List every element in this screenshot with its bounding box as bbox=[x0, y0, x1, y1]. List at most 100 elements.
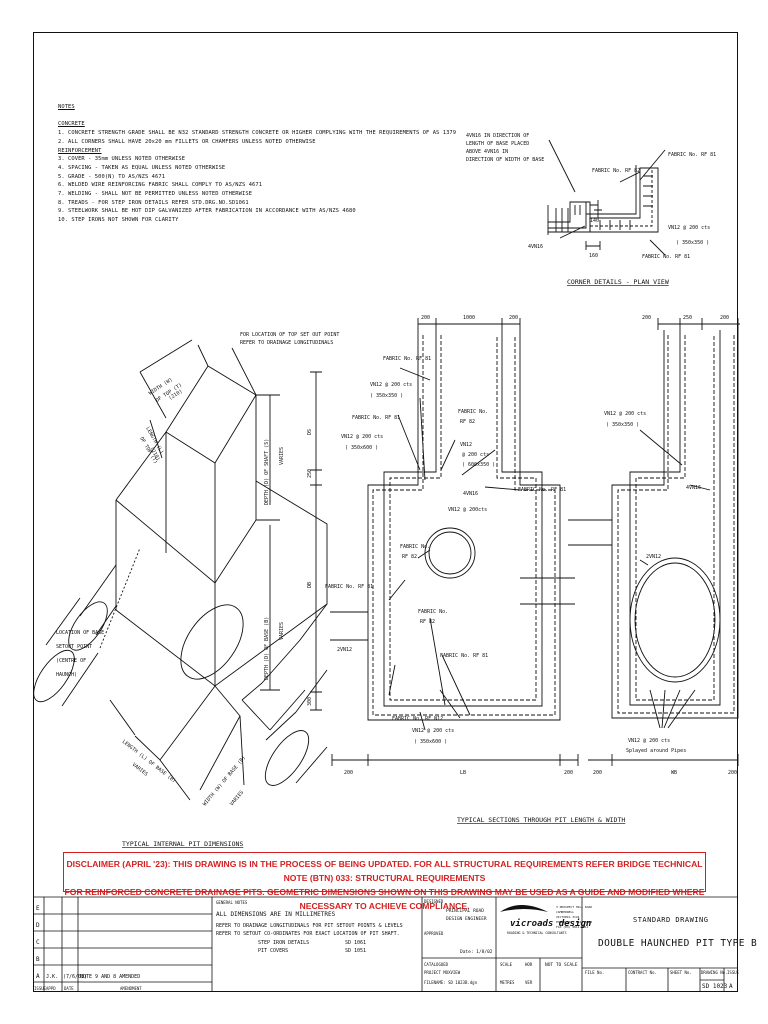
section-width bbox=[568, 318, 740, 766]
issue-label: ISSUE bbox=[727, 970, 740, 975]
sec-bar3-b: @ 200 cts bbox=[462, 452, 489, 458]
sec-dim-top-3: 200 bbox=[509, 315, 518, 321]
sec-db: DB bbox=[307, 582, 313, 588]
date-sign: Date: 1/8/02 bbox=[460, 949, 493, 955]
ref-label-2: PIT COVERS bbox=[258, 948, 288, 954]
sec-dim-bot-2: LB bbox=[460, 770, 466, 776]
corner-note-4: DIRECTION OF WIDTH OF BASE bbox=[466, 157, 544, 163]
iso-setout-1: LOCATION OF BASE bbox=[56, 630, 104, 636]
corner-fabric-rf81-low: FABRIC No. RF 81 bbox=[642, 254, 690, 260]
note-line: 2. ALL CORNERS SHALL HAVE 20x20 mm FILLE… bbox=[58, 138, 316, 145]
disclaimer-box: DISCLAIMER (APRIL '23): THIS DRAWING IS … bbox=[63, 852, 706, 911]
sec-ds: DS bbox=[307, 429, 313, 435]
sec-dim-300: 300 bbox=[307, 697, 313, 706]
disclaimer-line-2: FOR REINFORCED CONCRETE DRAINAGE PITS. G… bbox=[64, 887, 705, 911]
sec-bar2-b: ( 350x600 ) bbox=[345, 445, 378, 451]
rev-e: E bbox=[36, 905, 40, 912]
rev-hdr-issue: ISSUE bbox=[34, 986, 47, 991]
rev-d: D bbox=[36, 922, 40, 929]
drawing-title-block: STANDARD DRAWING DOUBLE HAUNCHED PIT TYP… bbox=[585, 916, 757, 990]
general-note-2: REFER TO DRAINAGE LONGITUDINALS FOR PIT … bbox=[216, 923, 403, 929]
designer-label: DESIGNED bbox=[424, 899, 444, 904]
corner-dim-160: 160 bbox=[589, 253, 598, 259]
sec-dim-bot-1: 200 bbox=[344, 770, 353, 776]
general-note-1: ALL DIMENSIONS ARE IN MILLIMETRES bbox=[216, 911, 336, 918]
ref-label-1: STEP IRON DETAILS bbox=[258, 940, 309, 946]
revision-list: E D C B A J.K. (7/6/03) NOTE 9 AND 8 AME… bbox=[34, 905, 142, 991]
section-length bbox=[310, 318, 579, 766]
note-line: 7. WELDING - SHALL NOT BE PERMITTED UNLE… bbox=[58, 191, 253, 198]
note-line: 4. SPACING - TAKEN AS EQUAL UNLESS NOTED… bbox=[58, 164, 226, 171]
iso-depth-shaft: DEPTH (D) OF SHAFT (S) bbox=[264, 439, 270, 505]
sec-fabric-rf82-a: FABRIC No. bbox=[458, 409, 488, 415]
sec-fabric-rf81c: FABRIC No. RF 81 bbox=[518, 487, 566, 493]
iso-setout-2: SETOUT POINT bbox=[56, 644, 92, 650]
address-1: 3 PROSPECT HILL ROAD bbox=[556, 905, 592, 909]
iso-depth-base: DEPTH (D) OF BASE (B) bbox=[264, 617, 270, 680]
file-no-label: FILE No. bbox=[585, 970, 604, 975]
rev-hdr-appd: APPD bbox=[46, 986, 56, 991]
iso-title: TYPICAL INTERNAL PIT DIMENSIONS bbox=[122, 840, 243, 848]
reinforcement-heading: REINFORCEMENT bbox=[58, 147, 102, 154]
ref-value-1: SD 1061 bbox=[345, 940, 366, 946]
rev-hdr-date: DATE bbox=[64, 986, 74, 991]
horiz-label: HOR bbox=[525, 962, 533, 967]
logo-icon bbox=[500, 905, 548, 912]
corner-note-1: 4VN16 IN DIRECTION OF bbox=[466, 133, 529, 139]
vert-label: VER bbox=[525, 980, 533, 985]
contract-no-label: CONTRACT No. bbox=[628, 970, 657, 975]
corner-labels: 4VN16 IN DIRECTION OF LENGTH OF BASE PLA… bbox=[466, 133, 716, 286]
notes-block: NOTES CONCRETE 1. CONCRETE STRENGTH GRAD… bbox=[58, 103, 456, 225]
sec-bar1-a: VN12 @ 200 cts bbox=[370, 382, 412, 388]
corner-bar: VN12 @ 200 cts bbox=[668, 225, 710, 231]
sec-fabric-rf81: FABRIC No. RF 81 bbox=[383, 356, 431, 362]
rev-a-amendment: NOTE 9 AND 8 AMENDED bbox=[80, 974, 140, 980]
sec-title: TYPICAL SECTIONS THROUGH PIT LENGTH & WI… bbox=[457, 816, 625, 824]
sec-fabric-rf81d: FABRIC No. RF 81 bbox=[325, 584, 373, 590]
section-labels: 200 1000 200 200 250 200 FABRIC No. RF 8… bbox=[307, 315, 737, 824]
metres-label: METRES bbox=[500, 980, 515, 985]
sec-dim-right-2: 250 bbox=[683, 315, 692, 321]
general-note-3: REFER TO SETOUT CO-ORDINATES FOR EXACT L… bbox=[216, 931, 400, 937]
scale-label: SCALE bbox=[500, 962, 513, 967]
sheet-no-label: SHEET No. bbox=[670, 970, 692, 975]
approved-label: APPROVED bbox=[424, 931, 444, 936]
corner-bar-size: ( 350x350 ) bbox=[676, 240, 709, 246]
address-4: PHONE (03) 9811 8000 bbox=[556, 920, 592, 924]
note-line: 3. COVER - 35mm UNLESS NOTED OTHERWISE bbox=[58, 156, 186, 163]
designer-line-1: PRINCIPAL ROAD bbox=[446, 908, 484, 914]
sec-bar5: VN12 @ 200cts bbox=[448, 507, 487, 513]
issue-value: A bbox=[729, 983, 733, 990]
rev-a-date: (7/6/03) bbox=[63, 974, 87, 980]
sec-bar7-a: VN12 @ 200 cts bbox=[412, 728, 454, 734]
rev-c: C bbox=[36, 939, 40, 946]
sec-right-bar4-b: Splayed around Pipes bbox=[626, 748, 686, 754]
sec-bar3-a: VN12 bbox=[460, 442, 472, 448]
sec-dim-botr-1: 200 bbox=[593, 770, 602, 776]
scale-value: NOT TO SCALE bbox=[545, 962, 578, 968]
designer-block: DESIGNED PRINCIPAL ROAD DESIGN ENGINEER … bbox=[424, 899, 592, 985]
sec-bar3-c: ( 600x350 ) bbox=[462, 462, 495, 468]
corner-fabric-rf82: FABRIC No. RF 82 bbox=[592, 168, 640, 174]
project-label: PROJECT MOXVIEW bbox=[424, 970, 461, 975]
isometric-view bbox=[33, 339, 328, 801]
corner-fabric-rf81: FABRIC No. RF 81 bbox=[668, 152, 716, 158]
sec-bar2-a: VN12 @ 200 cts bbox=[341, 434, 383, 440]
drawing-title: DOUBLE HAUNCHED PIT TYPE B bbox=[598, 938, 757, 949]
sec-right-bar2: 4VN16 bbox=[686, 485, 701, 491]
sec-right-bar1-a: VN12 @ 200 cts bbox=[604, 411, 646, 417]
corner-dim-140: 140 bbox=[590, 218, 599, 224]
note-line: 9. STEELWORK SHALL BE HOT DIP GALVANIZED… bbox=[58, 208, 356, 215]
sec-fabric-rf82b-a: FABRIC No. bbox=[400, 544, 430, 550]
iso-setout-4: HAUNCH) bbox=[56, 672, 77, 678]
note-line: 8. TREADS - FOR STEP IRON DETAILS REFER … bbox=[58, 199, 249, 206]
sec-fabric-rf81b: FABRIC No. RF 81 bbox=[352, 415, 400, 421]
sec-right-bar4-a: VN12 @ 200 cts bbox=[628, 738, 670, 744]
sec-fabric-rf82-b: RF 82 bbox=[460, 419, 475, 425]
drawing-no-label: DRAWING No. bbox=[701, 970, 728, 975]
sec-fabric-rf81e: FABRIC No. RF 81 bbox=[440, 653, 488, 659]
sec-dim-250: 250 bbox=[307, 469, 313, 478]
rev-hdr-amendment: AMENDMENT bbox=[120, 986, 142, 991]
